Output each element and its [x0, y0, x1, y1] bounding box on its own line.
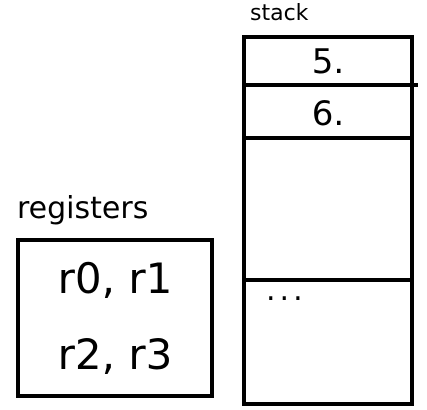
stack-divider — [242, 83, 418, 87]
registers-label: registers — [17, 191, 149, 226]
stack-divider — [242, 278, 414, 282]
registers-container — [16, 238, 214, 398]
stack-container — [242, 35, 414, 406]
stack-slot-label: 5. — [311, 42, 345, 82]
stack-divider — [242, 136, 414, 140]
register-row: r0, r1 — [57, 254, 173, 303]
stack-slot-label: 6. — [311, 94, 345, 134]
register-row: r2, r3 — [57, 330, 173, 379]
stack-label: stack — [250, 1, 309, 26]
stack-ellipsis: ... — [266, 273, 307, 308]
